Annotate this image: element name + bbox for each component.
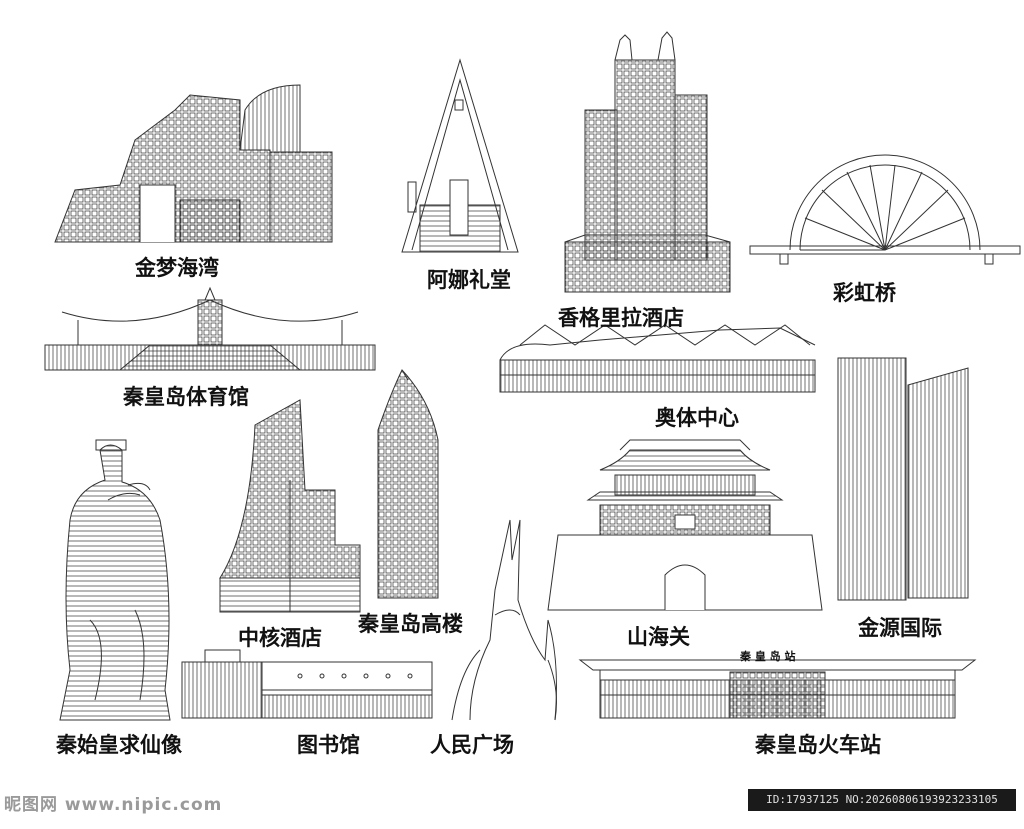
qinshihuang-statue-icon <box>59 439 171 721</box>
label-library: 图书馆 <box>297 733 360 757</box>
ana-hall-icon <box>401 58 519 253</box>
olympic-center-icon <box>499 324 816 393</box>
label-qhd-tower: 秦皇岛高楼 <box>358 612 463 636</box>
label-rainbow-bridge: 彩虹桥 <box>833 281 896 305</box>
qhd-tower-icon <box>377 369 439 599</box>
label-peoples-square: 人民广场 <box>430 733 514 757</box>
rainbow-bridge-icon <box>749 154 1021 265</box>
cnnc-hotel-icon <box>219 399 361 613</box>
station-sign: 秦 皇 岛 站 <box>740 650 796 663</box>
label-jinyuan: 金源国际 <box>858 616 942 640</box>
library-icon <box>181 649 433 719</box>
label-qinshihuang: 秦始皇求仙像 <box>56 733 182 757</box>
label-stadium: 秦皇岛体育馆 <box>123 385 249 409</box>
stadium-icon <box>44 286 376 371</box>
shangri-la-hotel-icon <box>564 31 731 293</box>
label-shangri-la: 香格里拉酒店 <box>558 306 684 330</box>
jinyuan-international-icon <box>837 357 969 601</box>
jinmeng-bay-building-icon <box>54 84 333 243</box>
label-ana-hall: 阿娜礼堂 <box>427 268 511 292</box>
label-olympic-center: 奥体中心 <box>655 406 739 430</box>
label-jinmeng-bay: 金梦海湾 <box>135 256 219 280</box>
label-cnnc-hotel: 中核酒店 <box>238 626 322 650</box>
railway-station-icon <box>578 659 977 719</box>
peoples-square-sculpture-icon <box>451 519 557 721</box>
label-shanhai-pass: 山海关 <box>627 625 690 649</box>
label-railway-station: 秦皇岛火车站 <box>755 733 881 757</box>
watermark-site: 昵图网 www.nipic.com <box>4 795 223 815</box>
watermark-id-bar: ID:17937125 NO:20260806193923233105 <box>748 789 1016 811</box>
shanhai-pass-icon <box>547 439 823 611</box>
